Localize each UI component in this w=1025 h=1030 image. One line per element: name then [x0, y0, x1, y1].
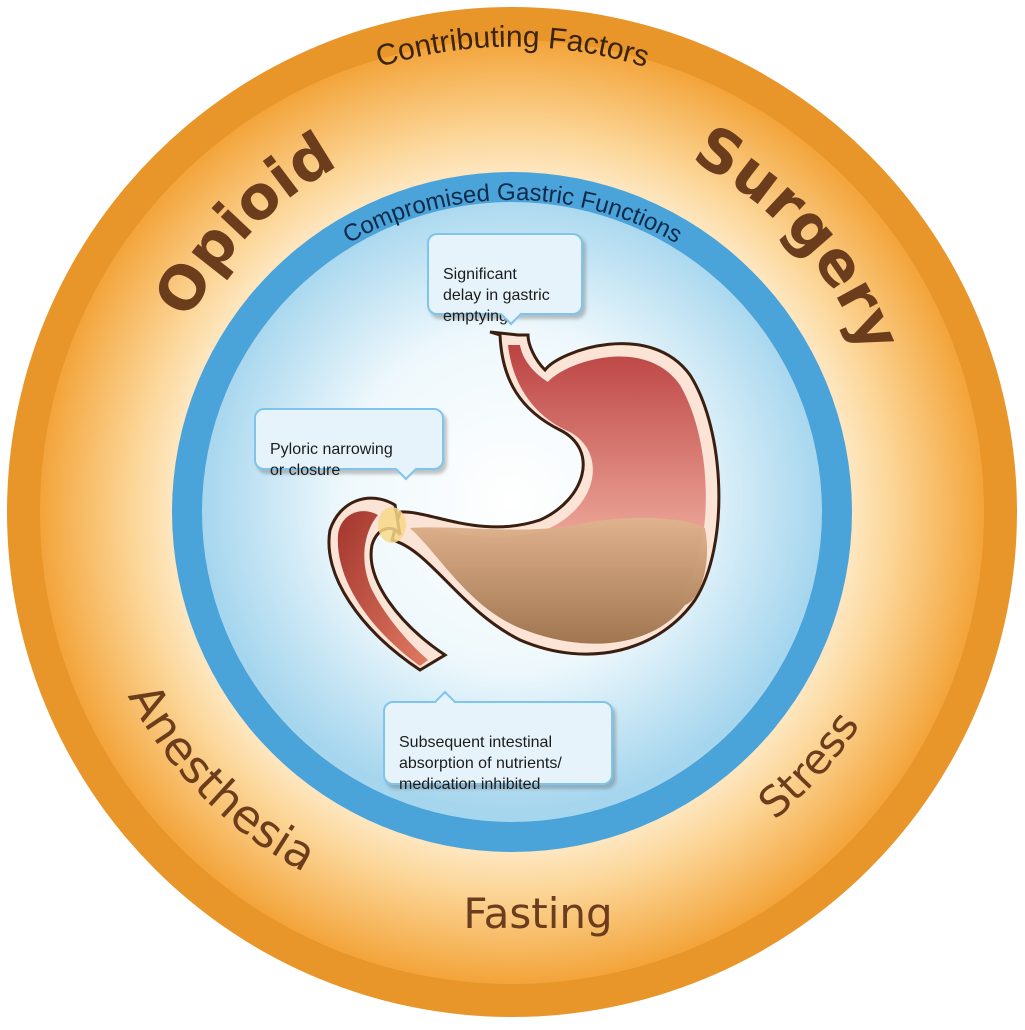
callout-absorption-text: Subsequent intestinal absorption of nutr…: [399, 734, 562, 793]
stomach-contents: [410, 517, 708, 644]
callout-pyloric-text: Pyloric narrowing or closure: [270, 441, 393, 479]
stomach-illustration: [327, 330, 721, 672]
callout-absorption: Subsequent intestinal absorption of nutr…: [383, 690, 613, 793]
pylorus: [378, 507, 406, 543]
duodenum-inner: [337, 511, 428, 666]
callout-pyloric: Pyloric narrowing or closure: [254, 408, 444, 481]
callout-gastric-delay-text: Significant delay in gastric emptying: [443, 266, 550, 325]
callout-gastric-delay: Significant delay in gastric emptying: [427, 233, 583, 326]
factor-fasting: Fasting: [463, 889, 612, 938]
